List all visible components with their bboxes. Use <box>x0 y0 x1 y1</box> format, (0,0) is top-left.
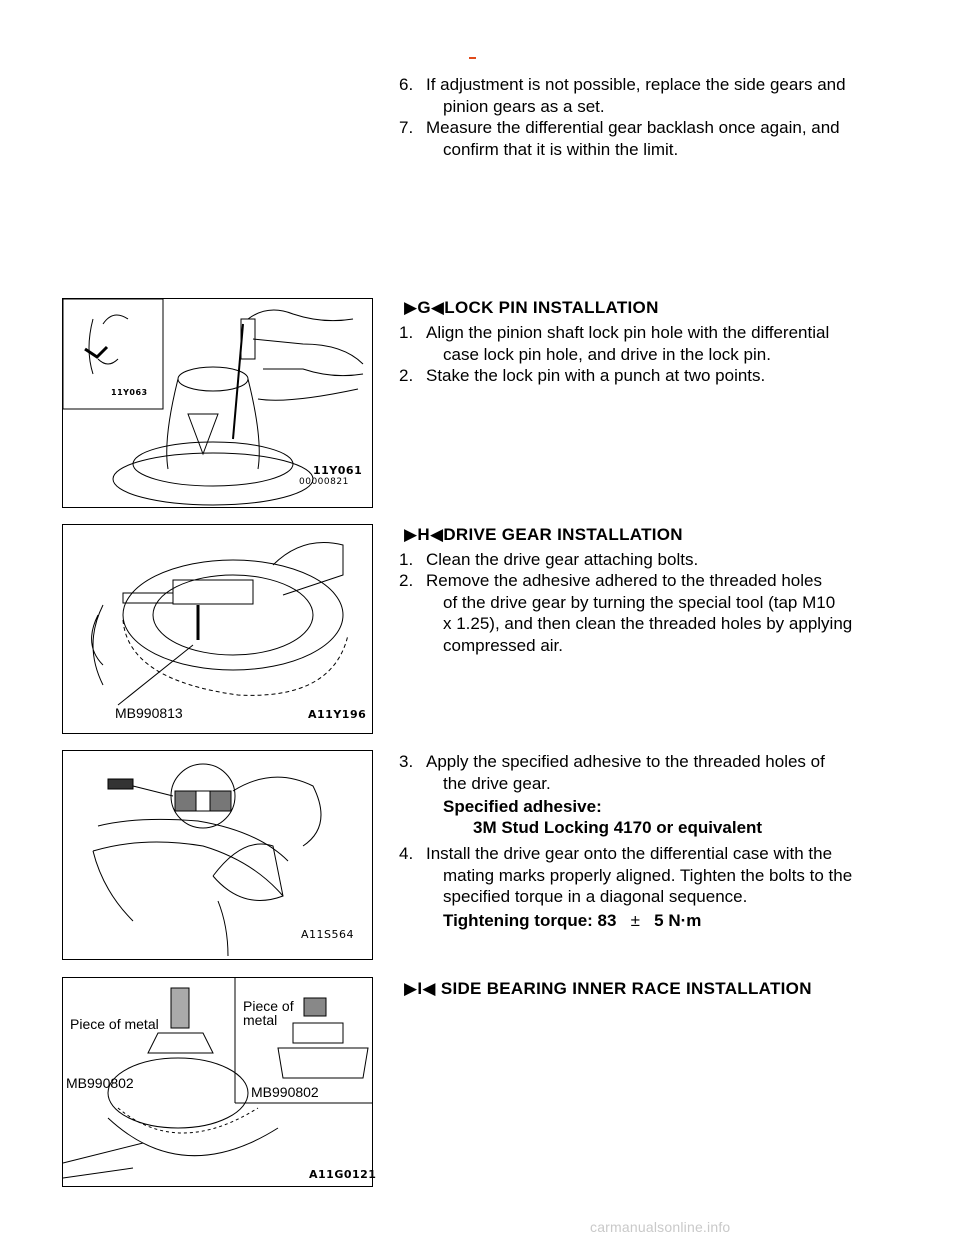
tool-left-label: MB990802 <box>66 1075 134 1091</box>
inner-race-illustration <box>62 978 372 1179</box>
left-triangle-icon: ◀ <box>429 525 444 544</box>
section-i-heading: ▶I◀ SIDE BEARING INNER RACE INSTALLATION <box>404 979 812 998</box>
watermark: carmanualsonline.info <box>590 1219 731 1235</box>
left-triangle-icon: ◀ <box>422 979 436 998</box>
torque-spec: Tightening torque: 83 ± 5 N·m <box>443 911 702 930</box>
section-h-heading: ▶H◀DRIVE GEAR INSTALLATION <box>404 525 683 544</box>
piece-of-metal-left-label: Piece of metal <box>70 1016 159 1032</box>
section-g-heading: ▶G◀LOCK PIN INSTALLATION <box>404 298 659 317</box>
tool-right-label: MB990802 <box>251 1084 319 1100</box>
inset-code: 11Y063 <box>111 388 148 397</box>
section-h-step-1: 1.Clean the drive gear attaching bolts. <box>399 550 699 569</box>
tool-label: MB990813 <box>115 705 183 721</box>
right-triangle-icon: ▶ <box>404 525 418 544</box>
step-7: 7.Measure the differential gear backlash… <box>399 118 840 159</box>
adhesive-value: 3M Stud Locking 4170 or equivalent <box>473 818 763 837</box>
right-triangle-icon: ▶ <box>404 298 418 317</box>
figure-drive-gear-tap: MB990813 A11Y196 <box>62 524 373 734</box>
section-h-step-3: 3.Apply the specified adhesive to the th… <box>399 752 825 793</box>
lock-pin-illustration <box>62 298 364 506</box>
step-6: 6.If adjustment is not possible, replace… <box>399 75 846 116</box>
figure-adhesive: A11S564 <box>62 750 373 960</box>
figure-code: 11Y061 <box>313 464 363 477</box>
piece-of-metal-right-label: Piece of metal <box>243 998 294 1028</box>
section-h-step-4: 4.Install the drive gear onto the differ… <box>399 844 853 906</box>
section-g-step-1: 1.Align the pinion shaft lock pin hole w… <box>399 323 830 364</box>
adhesive-label: Specified adhesive: <box>443 797 602 816</box>
figure-lock-pin: 11Y063 11Y061 00000821 <box>62 298 373 508</box>
right-triangle-icon: ▶ <box>404 979 418 998</box>
figure-code: A11Y196 <box>308 708 367 721</box>
section-h-step-2: 2.Remove the adhesive adhered to the thr… <box>399 571 853 655</box>
figure-inner-race: Piece of metal Piece of metal MB990802 M… <box>62 977 377 1187</box>
adhesive-illustration <box>92 763 322 957</box>
left-triangle-icon: ◀ <box>430 298 445 317</box>
figure-code: A11G0121 <box>309 1168 377 1181</box>
figure-code: A11S564 <box>301 928 354 941</box>
tap-illustration <box>91 542 349 706</box>
top-marker <box>469 57 476 59</box>
figure-subcode: 00000821 <box>299 477 349 487</box>
section-g-step-2: 2.Stake the lock pin with a punch at two… <box>399 366 766 385</box>
